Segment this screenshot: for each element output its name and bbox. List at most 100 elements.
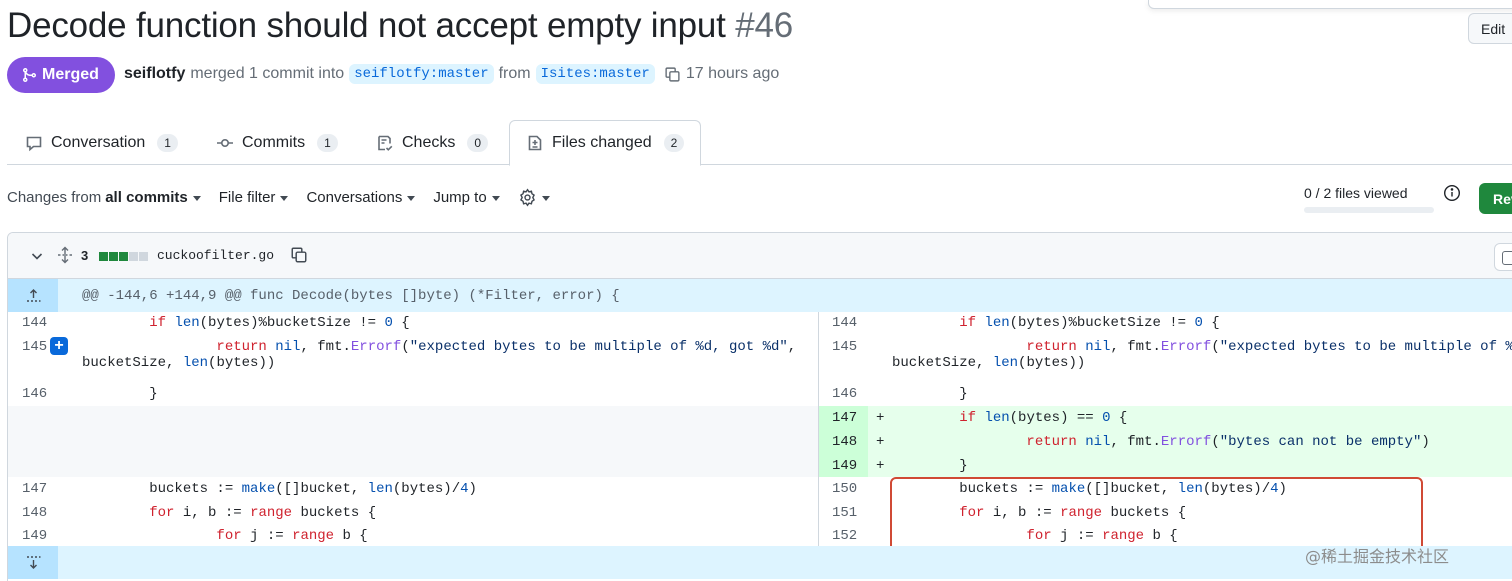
commit-icon	[217, 138, 233, 147]
conversations-dropdown[interactable]: Conversations	[306, 189, 416, 206]
tab-commits-count: 1	[317, 133, 338, 152]
copy-icon[interactable]	[664, 66, 681, 83]
base-branch[interactable]: seiflotfy:master	[349, 64, 494, 84]
tab-commits-label: Commits	[242, 133, 306, 151]
diffstat-bar	[99, 252, 148, 261]
right-code: buckets := make([]bucket, len(bytes)/4)	[892, 481, 1287, 497]
viewed-checkbox[interactable]	[1494, 243, 1512, 271]
left-line-number[interactable]: 146	[22, 386, 48, 402]
tab-conversation-count: 1	[157, 133, 178, 152]
added-line-numbers	[819, 406, 868, 477]
from-text: from	[498, 65, 531, 82]
head-branch[interactable]: Isites:master	[535, 64, 655, 84]
expand-down-button[interactable]	[8, 546, 58, 579]
left-line-number[interactable]: 145	[22, 339, 48, 355]
jump-to-label: Jump to	[433, 189, 487, 206]
file-header: 3 cuckoofilter.go	[8, 233, 1512, 279]
split-divider	[818, 312, 819, 547]
review-changes-button[interactable]: Rev	[1479, 183, 1512, 214]
right-code: if len(bytes)%bucketSize != 0 {	[959, 315, 1220, 331]
right-line-number[interactable]: 146	[832, 386, 858, 402]
right-code: return nil, fmt.Errorf("bytes can not be…	[1026, 434, 1430, 450]
files-viewed-text: 0 / 2 files viewed	[1304, 185, 1408, 201]
pr-meta: seiflotfy merged 1 commit into seiflotfy…	[124, 64, 779, 84]
tab-conversation[interactable]: Conversation 1	[25, 120, 178, 165]
gear-icon	[519, 188, 535, 207]
watermark-text: @稀土掘金技术社区	[1305, 547, 1450, 566]
right-line-number[interactable]: 150	[832, 481, 858, 497]
merged-label: Merged	[42, 66, 99, 83]
git-merge-icon	[23, 68, 37, 82]
left-line-number[interactable]: 144	[22, 315, 48, 331]
copy-icon[interactable]	[290, 246, 308, 264]
edit-button[interactable]: Edit	[1468, 13, 1512, 44]
added-marker: +	[876, 410, 885, 426]
caret-down-icon	[192, 195, 201, 201]
hunk-footer	[8, 546, 1512, 579]
file-name[interactable]: cuckoofilter.go	[157, 248, 275, 263]
right-code: for i, b := range buckets {	[959, 505, 1187, 521]
right-line-number[interactable]: 149	[832, 458, 858, 474]
conversations-label: Conversations	[306, 189, 403, 206]
hunk-header: @@ -144,6 +144,9 @@ func Decode(bytes []…	[8, 279, 1512, 312]
comment-icon	[26, 136, 42, 151]
right-code: if len(bytes) == 0 {	[959, 410, 1128, 426]
right-code: for j := range b {	[1026, 528, 1178, 544]
caret-down-icon	[541, 195, 550, 201]
right-line-number[interactable]: 145	[832, 339, 858, 355]
caret-down-icon	[407, 195, 416, 201]
file-changes-count: 3	[81, 248, 89, 263]
files-viewed-progress	[1304, 207, 1434, 213]
pr-title: Decode function should not accept empty …	[7, 6, 793, 46]
checklist-icon	[378, 135, 393, 151]
top-popup-edge	[1148, 0, 1512, 9]
right-code: }	[892, 458, 968, 474]
changes-from-label: Changes from	[7, 189, 102, 206]
hunk-header-text: @@ -144,6 +144,9 @@ func Decode(bytes []…	[82, 288, 620, 304]
added-lines-bg	[868, 406, 1512, 477]
author-link[interactable]: seiflotfy	[124, 65, 186, 82]
merge-time: 17 hours ago	[685, 65, 780, 82]
left-line-number[interactable]: 149	[22, 528, 48, 544]
left-code: return nil, fmt.Errorf("expected bytes t…	[82, 339, 797, 371]
diff-settings-dropdown[interactable]	[518, 188, 550, 207]
jump-to-dropdown[interactable]: Jump to	[433, 189, 500, 206]
fold-down-icon	[27, 556, 41, 569]
fold-up-icon	[27, 289, 41, 302]
left-line-number[interactable]: 147	[22, 481, 48, 497]
tab-checks-count: 0	[467, 133, 489, 152]
left-code: buckets := make([]bucket, len(bytes)/4)	[82, 481, 477, 497]
add-comment-button[interactable]: +	[50, 337, 68, 355]
right-line-number[interactable]: 152	[832, 528, 858, 544]
right-line-number[interactable]: 144	[832, 315, 858, 331]
added-marker: +	[876, 434, 885, 450]
left-code: for j := range b {	[216, 528, 368, 544]
pr-title-text: Decode function should not accept empty …	[7, 6, 726, 45]
file-diff-icon	[528, 135, 542, 151]
right-line-number[interactable]: 151	[832, 505, 858, 521]
tab-conversation-label: Conversation	[51, 133, 146, 151]
tab-checks-label: Checks	[402, 133, 456, 151]
info-icon[interactable]	[1443, 184, 1461, 202]
added-marker: +	[876, 458, 885, 474]
file-filter-label: File filter	[218, 189, 276, 206]
left-line-number[interactable]: 148	[22, 505, 48, 521]
caret-down-icon	[280, 195, 289, 201]
chevron-down-icon[interactable]	[30, 249, 44, 263]
right-line-number[interactable]: 148	[832, 434, 858, 450]
right-line-number[interactable]: 147	[832, 410, 858, 426]
merge-action-text: merged 1 commit into	[190, 65, 345, 82]
left-code: if len(bytes)%bucketSize != 0 {	[149, 315, 410, 331]
tab-commits[interactable]: Commits 1	[216, 120, 338, 165]
unfold-icon[interactable]	[56, 246, 74, 264]
tab-files-changed[interactable]: Files changed 2	[509, 120, 702, 166]
file-filter-dropdown[interactable]: File filter	[219, 189, 289, 206]
tab-checks[interactable]: Checks 0	[376, 120, 489, 165]
right-code: return nil, fmt.Errorf("expected bytes t…	[892, 339, 1512, 371]
right-code: }	[892, 386, 968, 402]
changes-from-value: all commits	[105, 189, 188, 206]
left-code: for i, b := range buckets {	[149, 505, 377, 521]
expand-up-button[interactable]	[8, 279, 58, 312]
